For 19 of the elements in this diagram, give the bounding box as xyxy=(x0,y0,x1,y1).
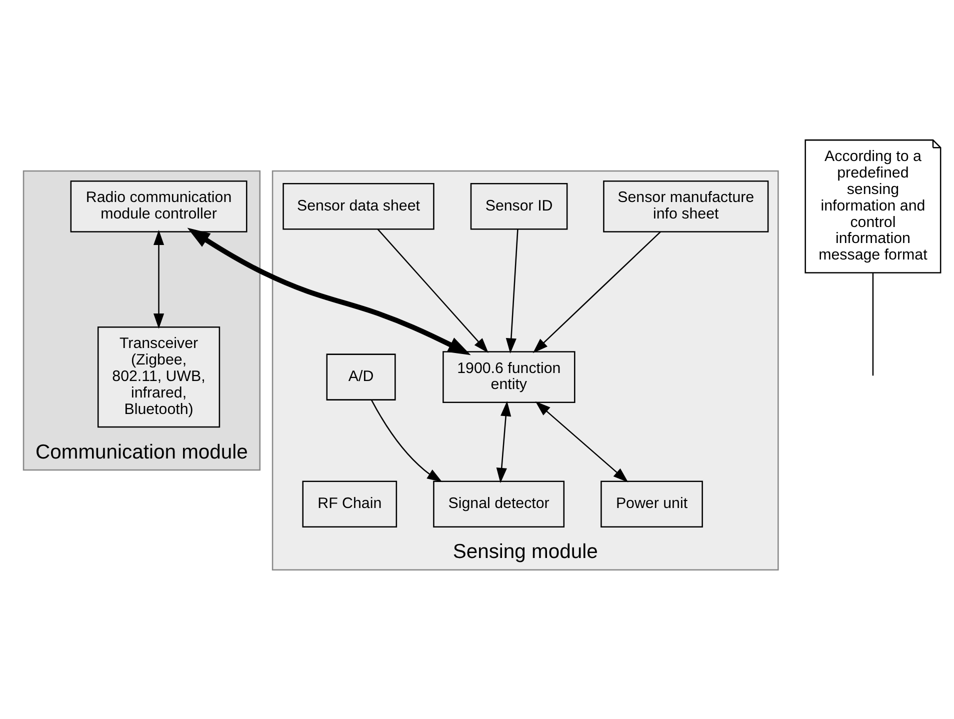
node-box: Transceiver (Zigbee, 802.11, UWB, infrared, Bluetooth) xyxy=(97,326,220,428)
node-box: A/D xyxy=(326,353,396,400)
node-box: Signal detector xyxy=(433,480,565,527)
arrow xyxy=(496,400,512,483)
node-box: RF Chain xyxy=(302,480,398,527)
node-box: Sensor ID xyxy=(470,182,568,230)
arrow xyxy=(506,228,518,353)
arrow xyxy=(377,228,488,352)
connector xyxy=(872,272,874,376)
node-box: 1900.6 function entity xyxy=(442,350,576,402)
arrow xyxy=(532,230,661,353)
arrow xyxy=(153,229,164,328)
arrow xyxy=(535,400,628,482)
arrow xyxy=(371,399,442,482)
node-box: Power unit xyxy=(600,480,703,527)
arrow xyxy=(187,227,471,355)
node-box: Radio communication module controller xyxy=(70,180,248,232)
node-box: Sensor data sheet xyxy=(282,182,434,230)
node-box: Sensor manufacture info sheet xyxy=(603,180,769,232)
